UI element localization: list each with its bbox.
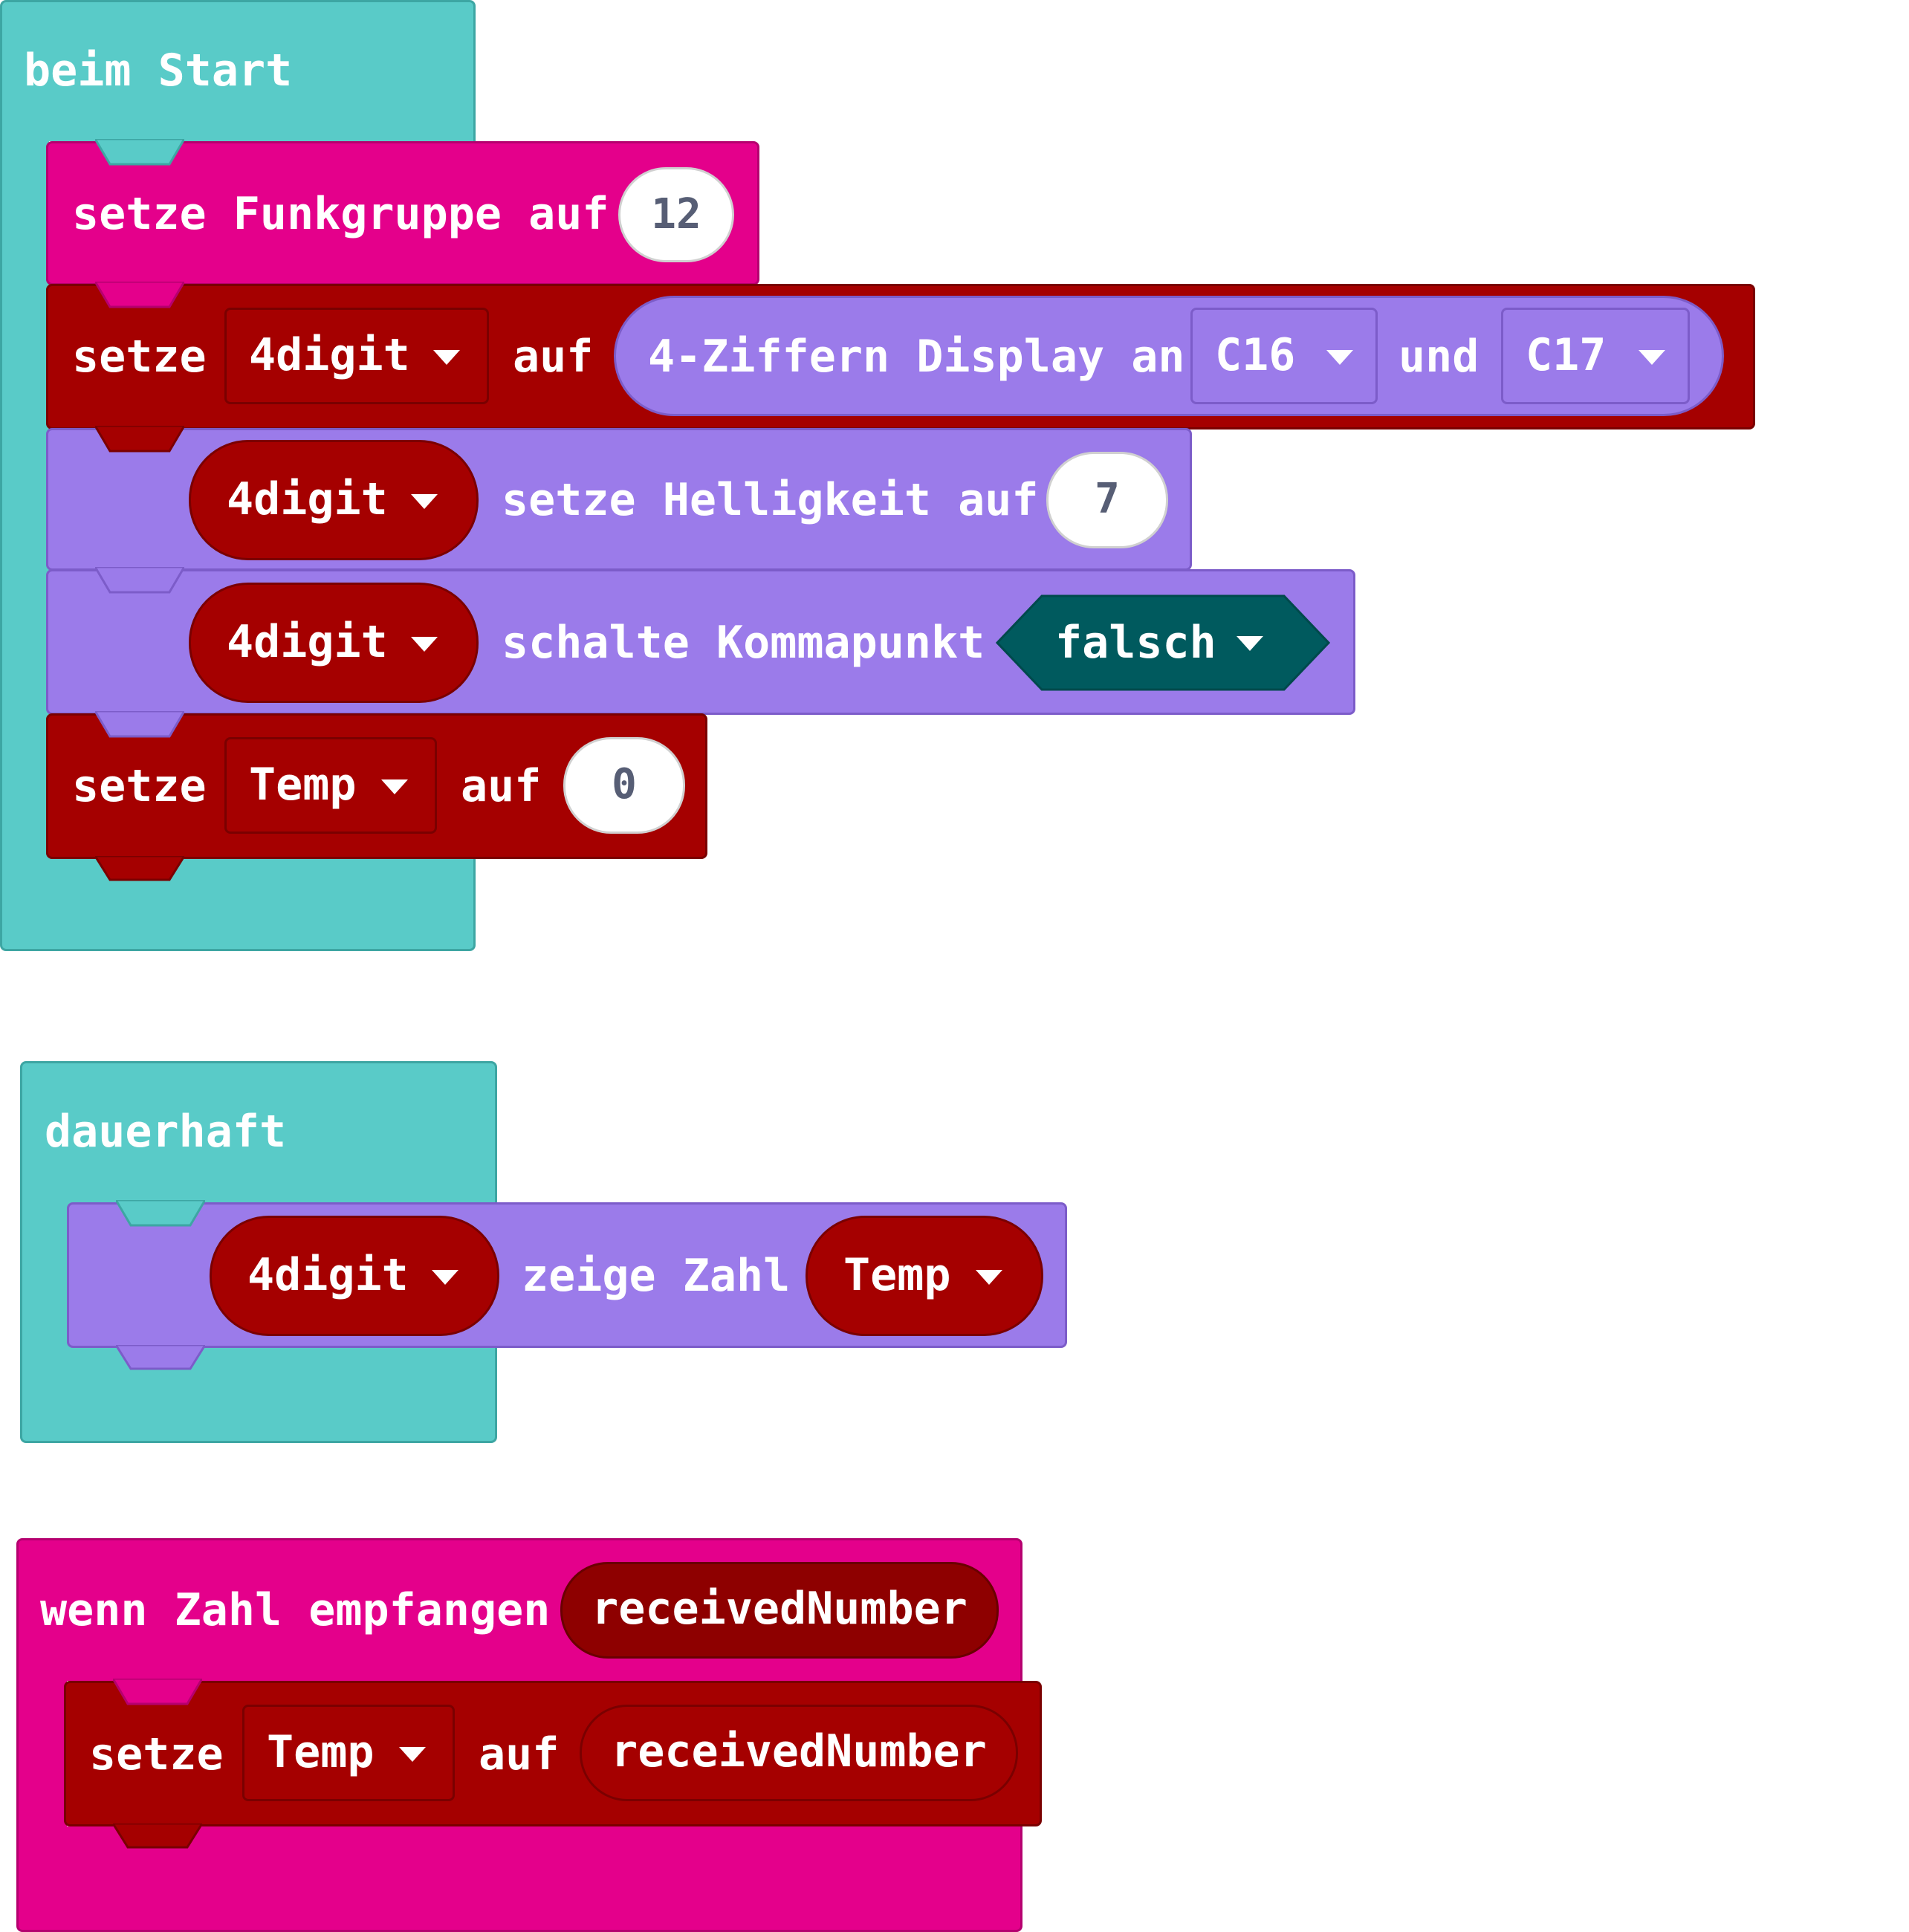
chevron-down-icon bbox=[409, 493, 439, 510]
block-notch bbox=[95, 139, 184, 166]
pin2-dropdown[interactable]: C17 bbox=[1501, 308, 1690, 404]
set-radio-group-label: setze Funkgruppe auf bbox=[72, 188, 609, 240]
boolean-dropdown[interactable]: falsch bbox=[995, 594, 1331, 691]
dropdown-value: Temp bbox=[249, 759, 357, 811]
variable-reporter-4digit[interactable]: 4digit bbox=[189, 583, 479, 703]
chevron-down-icon bbox=[432, 349, 461, 366]
set-label: setze bbox=[89, 1728, 224, 1780]
dropdown-value: Temp bbox=[843, 1249, 951, 1301]
chevron-down-icon bbox=[409, 635, 439, 653]
chevron-down-icon bbox=[430, 1268, 460, 1286]
dropdown-value: C16 bbox=[1215, 329, 1296, 381]
block-notch bbox=[95, 711, 184, 738]
set-label: setze bbox=[72, 760, 207, 812]
received-number-reporter[interactable]: receivedNumber bbox=[580, 1705, 1018, 1801]
block-notch bbox=[116, 1200, 205, 1227]
block-notch bbox=[113, 1679, 202, 1705]
block-tab bbox=[113, 1824, 202, 1849]
received-number-parameter[interactable]: receivedNumber bbox=[560, 1562, 999, 1659]
dropdown-value: 4digit bbox=[227, 616, 388, 668]
chevron-down-icon bbox=[1325, 349, 1355, 366]
chevron-down-icon bbox=[1637, 349, 1667, 366]
decimal-point-label: schalte Kommapunkt bbox=[502, 617, 985, 669]
boolean-value: falsch bbox=[1055, 617, 1216, 669]
variable-reporter-4digit[interactable]: 4digit bbox=[210, 1216, 499, 1336]
on-received-label: wenn Zahl empfangen bbox=[40, 1584, 551, 1636]
to-label: auf bbox=[479, 1728, 560, 1780]
set-label: setze bbox=[72, 331, 207, 383]
chevron-down-icon bbox=[974, 1268, 1004, 1286]
variable-reporter-temp[interactable]: Temp bbox=[806, 1216, 1043, 1336]
block-tab bbox=[116, 1345, 205, 1370]
block-notch bbox=[95, 282, 184, 308]
brightness-label: setze Helligkeit auf bbox=[502, 474, 1039, 526]
variable-dropdown-4digit[interactable]: 4digit bbox=[224, 308, 489, 404]
block-notch bbox=[95, 567, 184, 594]
brightness-number-input[interactable]: 7 bbox=[1046, 452, 1168, 548]
to-label: auf bbox=[513, 331, 594, 383]
block-tab bbox=[95, 856, 184, 881]
to-label: auf bbox=[461, 760, 542, 812]
dropdown-value: 4digit bbox=[247, 1249, 409, 1301]
temp-number-input[interactable]: 0 bbox=[563, 737, 685, 834]
chevron-down-icon bbox=[398, 1745, 427, 1763]
block-notch bbox=[95, 426, 184, 453]
show-number-label: zeige Zahl bbox=[522, 1250, 791, 1302]
dropdown-value: C17 bbox=[1526, 329, 1607, 381]
pin1-dropdown[interactable]: C16 bbox=[1190, 308, 1378, 404]
variable-reporter-4digit[interactable]: 4digit bbox=[189, 440, 479, 560]
and-label: und bbox=[1398, 331, 1479, 383]
display-create-label: 4-Ziffern Display an bbox=[648, 331, 1185, 383]
dropdown-value: 4digit bbox=[227, 473, 388, 525]
chevron-down-icon bbox=[380, 778, 409, 796]
variable-dropdown-temp[interactable]: Temp bbox=[242, 1705, 455, 1801]
chevron-down-icon bbox=[1235, 635, 1265, 652]
dropdown-value: 4digit bbox=[249, 329, 410, 381]
on-start-label: beim Start bbox=[24, 45, 293, 97]
forever-label: dauerhaft bbox=[45, 1106, 287, 1158]
variable-dropdown-temp[interactable]: Temp bbox=[224, 737, 437, 834]
dropdown-value: Temp bbox=[267, 1726, 375, 1778]
radio-group-number-input[interactable]: 12 bbox=[618, 167, 734, 262]
